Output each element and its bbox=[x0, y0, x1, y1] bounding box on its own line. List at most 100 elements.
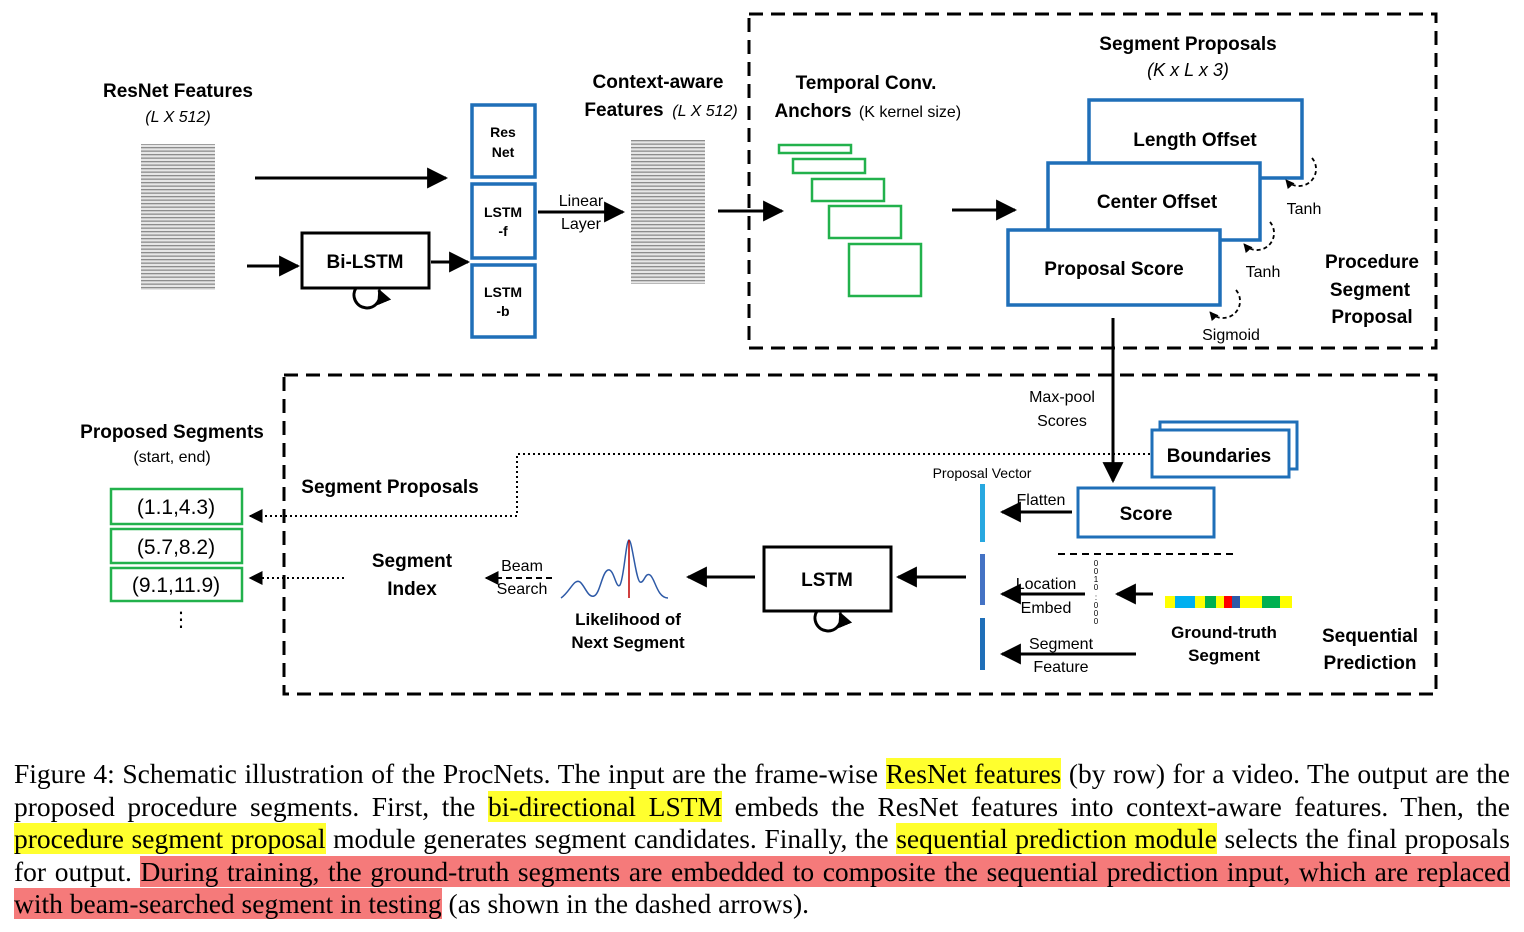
dotted-path-boundaries bbox=[248, 453, 1150, 523]
module-label-segment: Segment bbox=[1330, 280, 1411, 301]
bilstm-label: Bi-LSTM bbox=[326, 252, 403, 273]
score-label: Score bbox=[1120, 504, 1173, 525]
resnet-features-dims: (L X 512) bbox=[145, 109, 211, 126]
anchor-2 bbox=[791, 157, 867, 175]
proposed-segment-1: (1.1,4.3) bbox=[137, 496, 215, 519]
resnet-feature-matrix bbox=[141, 144, 215, 290]
boundaries-box bbox=[1150, 428, 1291, 479]
temporal-conv-label: Temporal Conv. bbox=[796, 73, 937, 94]
resnet-features-title: ResNet Features bbox=[103, 81, 253, 102]
next-segment-label: Next Segment bbox=[571, 633, 685, 652]
caption-text-2: (by row) for a video. The output are the… bbox=[14, 758, 1511, 822]
svg-text::: : bbox=[1095, 593, 1097, 602]
anchor-5 bbox=[847, 242, 923, 298]
proposed-segment-box-1 bbox=[109, 487, 244, 526]
concat-lstm-b-label: LSTM bbox=[484, 284, 522, 300]
tanh-label-2: Tanh bbox=[1246, 264, 1281, 281]
ground-truth-label: Ground-truth bbox=[1171, 623, 1277, 642]
proposed-segments-title: Proposed Segments bbox=[80, 422, 264, 443]
segment-proposals-title: Segment Proposals bbox=[1099, 34, 1276, 55]
context-features-label: Features bbox=[584, 100, 663, 121]
proposed-segment-box-2 bbox=[109, 527, 244, 565]
lstm-label: LSTM bbox=[801, 570, 853, 591]
segment-proposals-dims: (K x L x 3) bbox=[1147, 60, 1229, 80]
caption-text-5: selects the final proposals for output. bbox=[14, 823, 1510, 887]
embed-label: Embed bbox=[1021, 600, 1072, 617]
concat-res-label: Res bbox=[490, 124, 516, 140]
linear-label: Linear bbox=[559, 193, 604, 210]
ground-truth-bar bbox=[1165, 596, 1292, 608]
svg-text:0: 0 bbox=[1094, 583, 1099, 592]
caption-highlight-bilstm: bi-directional LSTM bbox=[487, 790, 723, 822]
lstm-recurrent-loop bbox=[813, 610, 853, 633]
proposed-segment-box-3 bbox=[109, 566, 244, 603]
svg-text:1: 1 bbox=[1094, 575, 1099, 584]
maxpool-label: Max-pool bbox=[1029, 389, 1095, 406]
caption-highlight-resnet: ResNet features bbox=[885, 758, 1062, 789]
lstm-box bbox=[762, 545, 893, 613]
concat-b-suffix: -b bbox=[496, 303, 509, 319]
caption-text-3: embeds the ResNet features into context-… bbox=[722, 790, 1510, 822]
svg-text:0: 0 bbox=[1094, 617, 1099, 626]
svg-text:0: 0 bbox=[1094, 601, 1099, 610]
procnets-diagram: ResNet Features (L X 512) Bi-LSTM Res Ne… bbox=[80, 12, 1438, 696]
segment-index-label-1: Segment bbox=[372, 551, 453, 572]
vector-seg-feature bbox=[980, 618, 985, 670]
caption-text-6: (as shown in the dashed arrows). bbox=[441, 888, 809, 919]
figure-caption: Figure 4: Schematic illustration of the … bbox=[14, 758, 1510, 921]
module-label-proposal: Proposal bbox=[1331, 307, 1412, 328]
score-box bbox=[1076, 486, 1216, 539]
ground-truth-segment-label: Segment bbox=[1188, 646, 1260, 665]
caption-highlight-proposal: procedure segment proposal bbox=[14, 823, 326, 854]
proposed-segment-2: (5.7,8.2) bbox=[137, 536, 215, 559]
context-dims-label: (L X 512) bbox=[672, 103, 738, 120]
anchor-1 bbox=[777, 143, 853, 155]
svg-text:0: 0 bbox=[1094, 567, 1099, 576]
beam-label: Beam bbox=[501, 558, 543, 575]
anchor-3 bbox=[810, 177, 886, 203]
caption-text-4: module generates segment candidates. Fin… bbox=[325, 823, 897, 854]
anchor-4 bbox=[827, 204, 903, 240]
bilstm-box bbox=[300, 231, 431, 290]
context-feature-matrix bbox=[631, 140, 705, 284]
layer-label: Layer bbox=[561, 216, 602, 233]
location-label: Location bbox=[1016, 576, 1077, 593]
proposal-vector-label: Proposal Vector bbox=[933, 465, 1032, 481]
center-offset-label: Center Offset bbox=[1097, 192, 1218, 213]
bilstm-recurrent-loop bbox=[352, 287, 392, 310]
concat-lstm-f-label: LSTM bbox=[484, 204, 522, 220]
caption-text-1: Figure 4: Schematic illustration of the … bbox=[14, 758, 886, 789]
proposal-score-label: Proposal Score bbox=[1044, 259, 1183, 280]
vector-seg-score bbox=[980, 484, 985, 542]
scores-label: Scores bbox=[1037, 413, 1087, 430]
module-label-prediction: Prediction bbox=[1324, 653, 1417, 674]
context-aware-label: Context-aware bbox=[593, 72, 724, 93]
proposed-segments-ellipsis: ⋮ bbox=[171, 609, 191, 631]
segment-feature-label-2: Feature bbox=[1033, 659, 1088, 676]
likelihood-curve bbox=[560, 539, 669, 599]
concat-lstm-f-box bbox=[470, 182, 537, 260]
concat-f-suffix: -f bbox=[498, 223, 508, 239]
concat-net-label: Net bbox=[492, 144, 515, 160]
segment-feature-label-1: Segment bbox=[1029, 636, 1094, 653]
module-label-procedure: Procedure bbox=[1325, 252, 1419, 273]
procedure-segment-proposal-module bbox=[747, 12, 1438, 350]
segment-proposals-inner-label: Segment Proposals bbox=[301, 477, 478, 498]
module-label-sequential: Sequential bbox=[1322, 626, 1418, 647]
proposal-score-box bbox=[1006, 228, 1222, 307]
one-hot-vector: 0 0 1 0 : 0 0 0 bbox=[1094, 559, 1099, 626]
length-offset-label: Length Offset bbox=[1133, 130, 1257, 151]
anchors-label: Anchors bbox=[774, 101, 851, 122]
concat-lstm-b-box bbox=[470, 263, 537, 339]
segment-index-label-2: Index bbox=[387, 579, 437, 600]
concat-resnet-box bbox=[470, 103, 537, 179]
tanh-label-1: Tanh bbox=[1287, 201, 1322, 218]
proposed-segment-3: (9.1,11.9) bbox=[132, 574, 220, 597]
likelihood-of-label: Likelihood of bbox=[575, 610, 681, 629]
sequential-prediction-module bbox=[282, 373, 1438, 696]
svg-text:0: 0 bbox=[1094, 609, 1099, 618]
svg-text:0: 0 bbox=[1094, 559, 1099, 568]
caption-highlight-sequential: sequential prediction module bbox=[896, 823, 1217, 854]
flatten-label: Flatten bbox=[1017, 492, 1066, 509]
vector-seg-location bbox=[980, 554, 985, 605]
